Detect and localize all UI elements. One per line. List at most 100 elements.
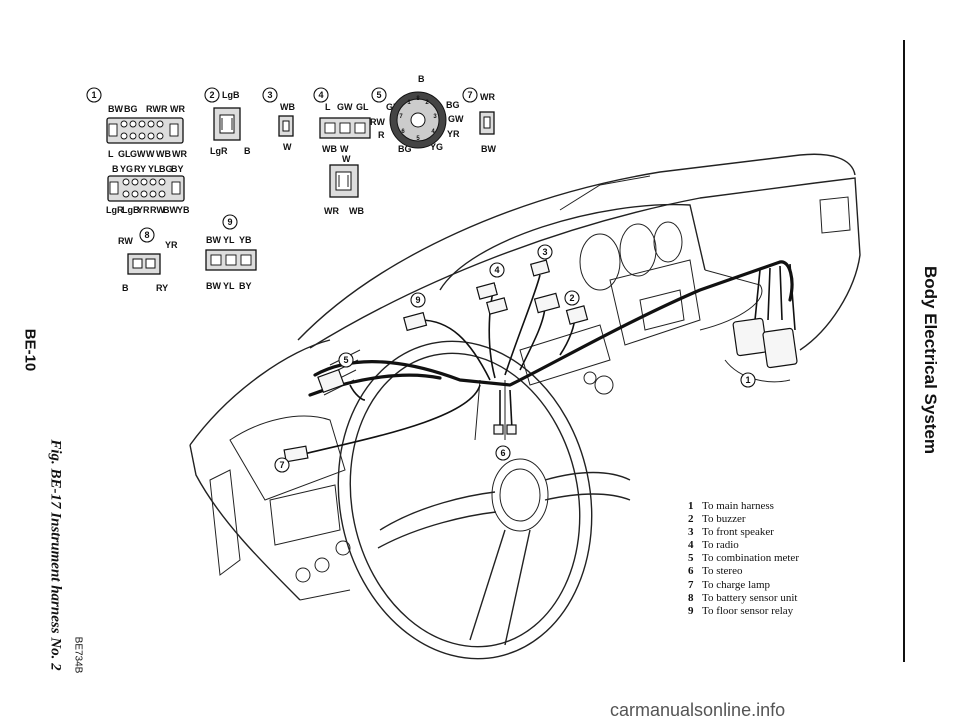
svg-text:3: 3	[542, 247, 547, 257]
svg-text:GL: GL	[356, 102, 369, 112]
svg-text:W: W	[146, 149, 155, 159]
connector-3-diagram: 3 WB W	[262, 87, 295, 152]
svg-text:YL: YL	[223, 281, 235, 291]
svg-text:BG: BG	[124, 104, 138, 114]
svg-text:B: B	[122, 283, 129, 293]
svg-text:YB: YB	[239, 235, 252, 245]
svg-text:YR: YR	[165, 240, 178, 250]
svg-text:7: 7	[467, 90, 472, 100]
svg-text:WR: WR	[172, 149, 187, 159]
svg-text:1: 1	[745, 375, 750, 385]
svg-text:RW: RW	[118, 236, 133, 246]
connector-9-diagram: 9 BW YL YB BW YL BY	[205, 214, 257, 291]
connector-5-diagram: 5 B GL BG RW GW R YR BG YG 1 2 3 4 5 6 7…	[370, 74, 464, 154]
svg-text:5: 5	[416, 136, 420, 142]
svg-text:L: L	[108, 149, 114, 159]
connector-1-diagram: 1 BW BG RW R WR L GL GW W WB WR B YG RY …	[86, 87, 190, 215]
connector-2-diagram: 2 LgB LgR B	[204, 87, 251, 156]
harness-connectors	[283, 259, 798, 463]
page-number: BE-10	[21, 328, 39, 372]
svg-text:BY: BY	[171, 164, 184, 174]
svg-text:W: W	[340, 144, 349, 154]
watermark: carmanualsonline.info	[610, 700, 786, 720]
svg-text:YG: YG	[120, 164, 133, 174]
svg-text:YL: YL	[148, 164, 160, 174]
svg-text:LgB: LgB	[222, 90, 240, 100]
harness-wiring	[299, 260, 796, 456]
svg-text:8: 8	[144, 230, 149, 240]
svg-text:2: 2	[425, 100, 429, 106]
svg-text:LgR: LgR	[210, 146, 228, 156]
svg-text:BG: BG	[159, 164, 173, 174]
svg-text:4: 4	[318, 90, 323, 100]
svg-text:BW: BW	[108, 104, 123, 114]
svg-text:2: 2	[569, 293, 574, 303]
svg-text:BW: BW	[206, 235, 221, 245]
divider-line	[903, 40, 905, 662]
svg-text:LgR: LgR	[106, 205, 124, 215]
connector-7-diagram: 7 WR BW	[462, 87, 496, 154]
svg-text:1: 1	[91, 90, 96, 100]
svg-text:WB: WB	[156, 149, 171, 159]
svg-text:WB: WB	[280, 102, 295, 112]
diagram-callouts: 1 2 3 4 5 6 7 9	[274, 244, 756, 473]
svg-text:4: 4	[431, 129, 435, 135]
svg-text:BY: BY	[239, 281, 252, 291]
svg-text:RY: RY	[134, 164, 146, 174]
svg-text:B: B	[112, 164, 119, 174]
svg-text:7: 7	[399, 114, 403, 120]
svg-text:GL: GL	[386, 102, 399, 112]
svg-text:6: 6	[500, 448, 505, 458]
connector-4-diagram: 4 L GW GL WB W W WR WB	[313, 87, 371, 216]
svg-text:W: W	[342, 154, 351, 164]
svg-text:RY: RY	[156, 283, 168, 293]
svg-text:YL: YL	[223, 235, 235, 245]
svg-text:GW: GW	[337, 102, 353, 112]
svg-text:BG: BG	[398, 144, 412, 154]
svg-text:R: R	[378, 130, 385, 140]
svg-text:YB: YB	[177, 205, 190, 215]
svg-text:WB: WB	[349, 206, 364, 216]
svg-text:W: W	[283, 142, 292, 152]
svg-text:5: 5	[376, 90, 381, 100]
svg-text:L: L	[325, 102, 331, 112]
svg-text:YR: YR	[137, 205, 150, 215]
svg-text:RW: RW	[146, 104, 161, 114]
svg-text:BW: BW	[163, 205, 178, 215]
svg-text:WB: WB	[322, 144, 337, 154]
svg-text:GL: GL	[118, 149, 131, 159]
svg-text:R: R	[161, 104, 168, 114]
svg-text:WR: WR	[324, 206, 339, 216]
connector-8-diagram: 8 RW YR B RY	[118, 227, 178, 293]
svg-text:WR: WR	[170, 104, 185, 114]
svg-text:BW: BW	[481, 144, 496, 154]
svg-text:9: 9	[227, 217, 232, 227]
svg-text:2: 2	[209, 90, 214, 100]
figure-code: BE734B	[72, 636, 84, 674]
svg-text:YR: YR	[447, 129, 460, 139]
svg-text:BG: BG	[446, 100, 460, 110]
svg-text:WR: WR	[480, 92, 495, 102]
svg-text:3: 3	[267, 90, 272, 100]
svg-text:5: 5	[343, 355, 348, 365]
svg-text:BW: BW	[206, 281, 221, 291]
svg-text:8: 8	[416, 96, 420, 102]
svg-text:RW: RW	[150, 205, 165, 215]
svg-text:YG: YG	[430, 142, 443, 152]
svg-text:RW: RW	[370, 117, 385, 127]
svg-text:B: B	[244, 146, 251, 156]
svg-text:3: 3	[433, 114, 437, 120]
section-title: Body Electrical System	[921, 265, 940, 455]
svg-text:GW: GW	[130, 149, 146, 159]
svg-text:GW: GW	[448, 114, 464, 124]
